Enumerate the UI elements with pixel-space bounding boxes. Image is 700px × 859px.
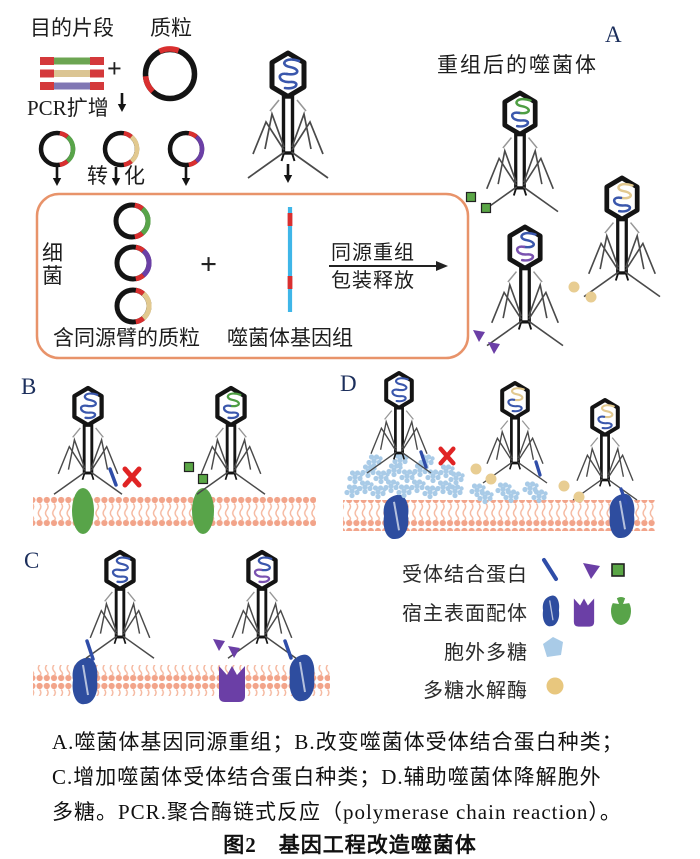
receptor-blue-blob <box>608 492 636 540</box>
blocked-x-mark <box>441 449 454 463</box>
panel-a-phage-green <box>482 93 558 212</box>
figure-title: 图2 基因工程改造噬菌体 <box>223 833 477 857</box>
legend-row-polysaccharide: 胞外多糖 <box>444 642 528 664</box>
receptor-green-oval <box>192 488 214 534</box>
phage-genome-label: 噬菌体基因组 <box>227 326 353 350</box>
receptor-blue-blob <box>382 493 410 541</box>
rbp-green-square <box>480 202 492 214</box>
arrow-pcr-down <box>116 91 128 114</box>
pcr-label: PCR扩增 <box>27 96 109 120</box>
rbp-purple-triangle <box>213 639 225 651</box>
panel-a-label: A <box>605 22 622 47</box>
panel-d-label: D <box>340 371 357 396</box>
enzyme-tan-circle <box>573 491 585 503</box>
panel-c-phage-blue <box>86 552 154 658</box>
rbp-green-square <box>465 191 477 203</box>
homology-plasmid-label: 含同源臂的质粒 <box>53 326 200 350</box>
rbp-blue-line <box>283 639 293 660</box>
arrow-phage-down <box>282 162 294 185</box>
panel-d-phage-enzyme-2 <box>573 400 637 500</box>
enzyme-tan-circle <box>585 291 597 303</box>
receptor-blue-blob <box>288 653 316 703</box>
transform-label: 转化 <box>87 164 161 188</box>
enzyme-tan-circle <box>470 463 482 475</box>
arrow-transform-1 <box>51 165 63 188</box>
enzyme-tan-circle <box>558 480 570 492</box>
homology-plasmid-tan <box>114 287 152 325</box>
arrow-transform-3 <box>180 165 192 188</box>
arrow-label-top: 同源重组 <box>331 242 415 264</box>
legend-green-square-icon <box>611 563 625 577</box>
enzyme-tan-circle <box>568 281 580 293</box>
legend-blue-slash-icon <box>542 558 558 581</box>
plasmid-purple <box>167 130 205 168</box>
rbp-purple-triangle <box>488 342 500 354</box>
rbp-blue-line <box>419 450 428 469</box>
receptor-green-oval <box>72 488 94 534</box>
panel-c-label: C <box>24 548 40 573</box>
enzyme-tan-circle <box>485 473 497 485</box>
legend-purple-triangle-icon <box>583 563 600 579</box>
panel-a-title: 重组后的噬菌体 <box>437 53 598 77</box>
plasmid-tan <box>102 130 140 168</box>
panel-a-phage-tan <box>584 178 660 297</box>
legend-row-enzyme: 多糖水解酶 <box>423 680 528 702</box>
recombination-arrow <box>329 261 448 271</box>
legend-polysaccharide-icon <box>543 637 563 657</box>
rbp-purple-triangle <box>473 330 485 342</box>
plasmid-green <box>38 130 76 168</box>
rbp-blue-line <box>85 639 95 661</box>
arrow-label-bottom: 包装释放 <box>331 270 415 292</box>
original-phage <box>248 53 328 178</box>
legend-blue-blob-icon <box>542 594 560 627</box>
legend-symbols <box>542 558 631 695</box>
blocked-x-mark <box>125 469 139 485</box>
panel-b-label: B <box>21 374 37 399</box>
receptor-blue-blob <box>71 656 99 706</box>
caption-line-2: C.增加噬菌体受体结合蛋白种类；D.辅助噬菌体降解胞外 <box>52 765 602 789</box>
plus-sign-box: + <box>200 248 218 281</box>
receptor-purple-cup <box>219 666 245 702</box>
legend-purple-cup-icon <box>573 598 595 627</box>
panel-a-phage-purple <box>487 227 563 346</box>
target-fragment-bars <box>40 57 104 90</box>
legend-enzyme-icon <box>546 677 564 695</box>
target-fragment-label: 目的片段 <box>30 16 114 40</box>
plasmid-label: 质粒 <box>150 16 192 40</box>
rbp-green-square <box>183 461 195 473</box>
legend-row-rbp: 受体结合蛋白 <box>402 564 528 586</box>
vector-plasmid <box>142 46 198 102</box>
bacteria-label: 细菌 <box>42 241 63 288</box>
rbp-blue-line <box>534 460 542 477</box>
rbp-green-square <box>197 473 209 485</box>
caption-line-3: 多糖。PCR.聚合酶链式反应（polymerase chain reaction… <box>52 800 622 824</box>
homology-plasmid-green <box>113 202 151 240</box>
rbp-blue-line <box>619 487 628 505</box>
caption-line-1: A.噬菌体基因同源重组；B.改变噬菌体受体结合蛋白种类； <box>52 730 624 754</box>
legend-row-ligand: 宿主表面配体 <box>402 603 528 625</box>
homology-plasmid-purple <box>114 244 152 282</box>
legend-green-oval-icon <box>611 596 631 625</box>
rbp-blue-line <box>108 467 118 487</box>
plus-sign-top: + <box>107 54 122 83</box>
